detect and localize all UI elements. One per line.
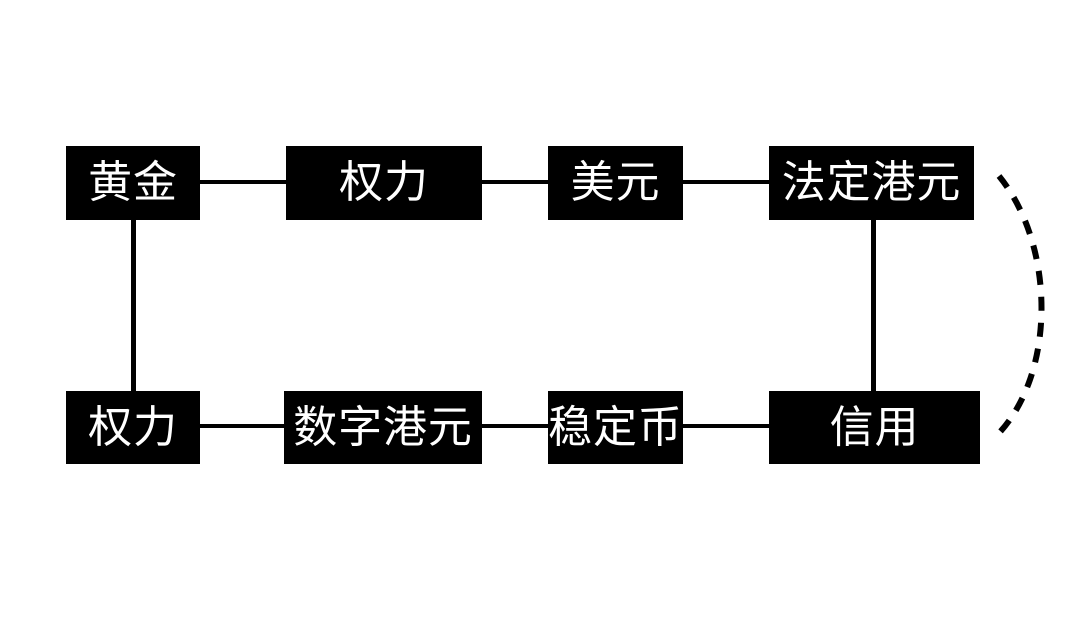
edge-fiat-hkd-to-credit [871,219,876,392]
node-gold[interactable]: 黄金 [66,146,200,220]
edge-digital-hkd-to-stablecoin [482,424,548,428]
node-digital-hkd-label: 数字港元 [293,401,473,453]
node-stablecoin-label: 稳定币 [548,401,683,453]
node-usd-label: 美元 [570,157,661,208]
node-power-bottom-label: 权力 [88,401,178,453]
node-credit[interactable]: 信用 [769,391,980,464]
edge-gold-to-power-top [200,180,286,184]
edge-power-bot-to-digital-hkd [200,424,284,428]
edge-stablecoin-to-credit [683,424,769,428]
node-power-bottom[interactable]: 权力 [66,391,200,464]
node-credit-label: 信用 [829,401,920,453]
node-power-top-label: 权力 [339,157,429,208]
edge-gold-to-power-bot [131,219,136,392]
edge-fiat-hkd-to-credit-dashed-arc [996,174,1045,435]
node-fiat-hkd-label: 法定港元 [781,157,962,208]
node-gold-label: 黄金 [88,157,178,208]
node-stablecoin[interactable]: 稳定币 [548,391,683,464]
node-digital-hkd[interactable]: 数字港元 [284,391,482,464]
node-usd[interactable]: 美元 [548,146,683,220]
edge-power-top-to-usd [482,180,548,184]
node-power-top[interactable]: 权力 [286,146,482,220]
edge-usd-to-fiat-hkd [683,180,769,184]
node-fiat-hkd[interactable]: 法定港元 [769,146,974,220]
